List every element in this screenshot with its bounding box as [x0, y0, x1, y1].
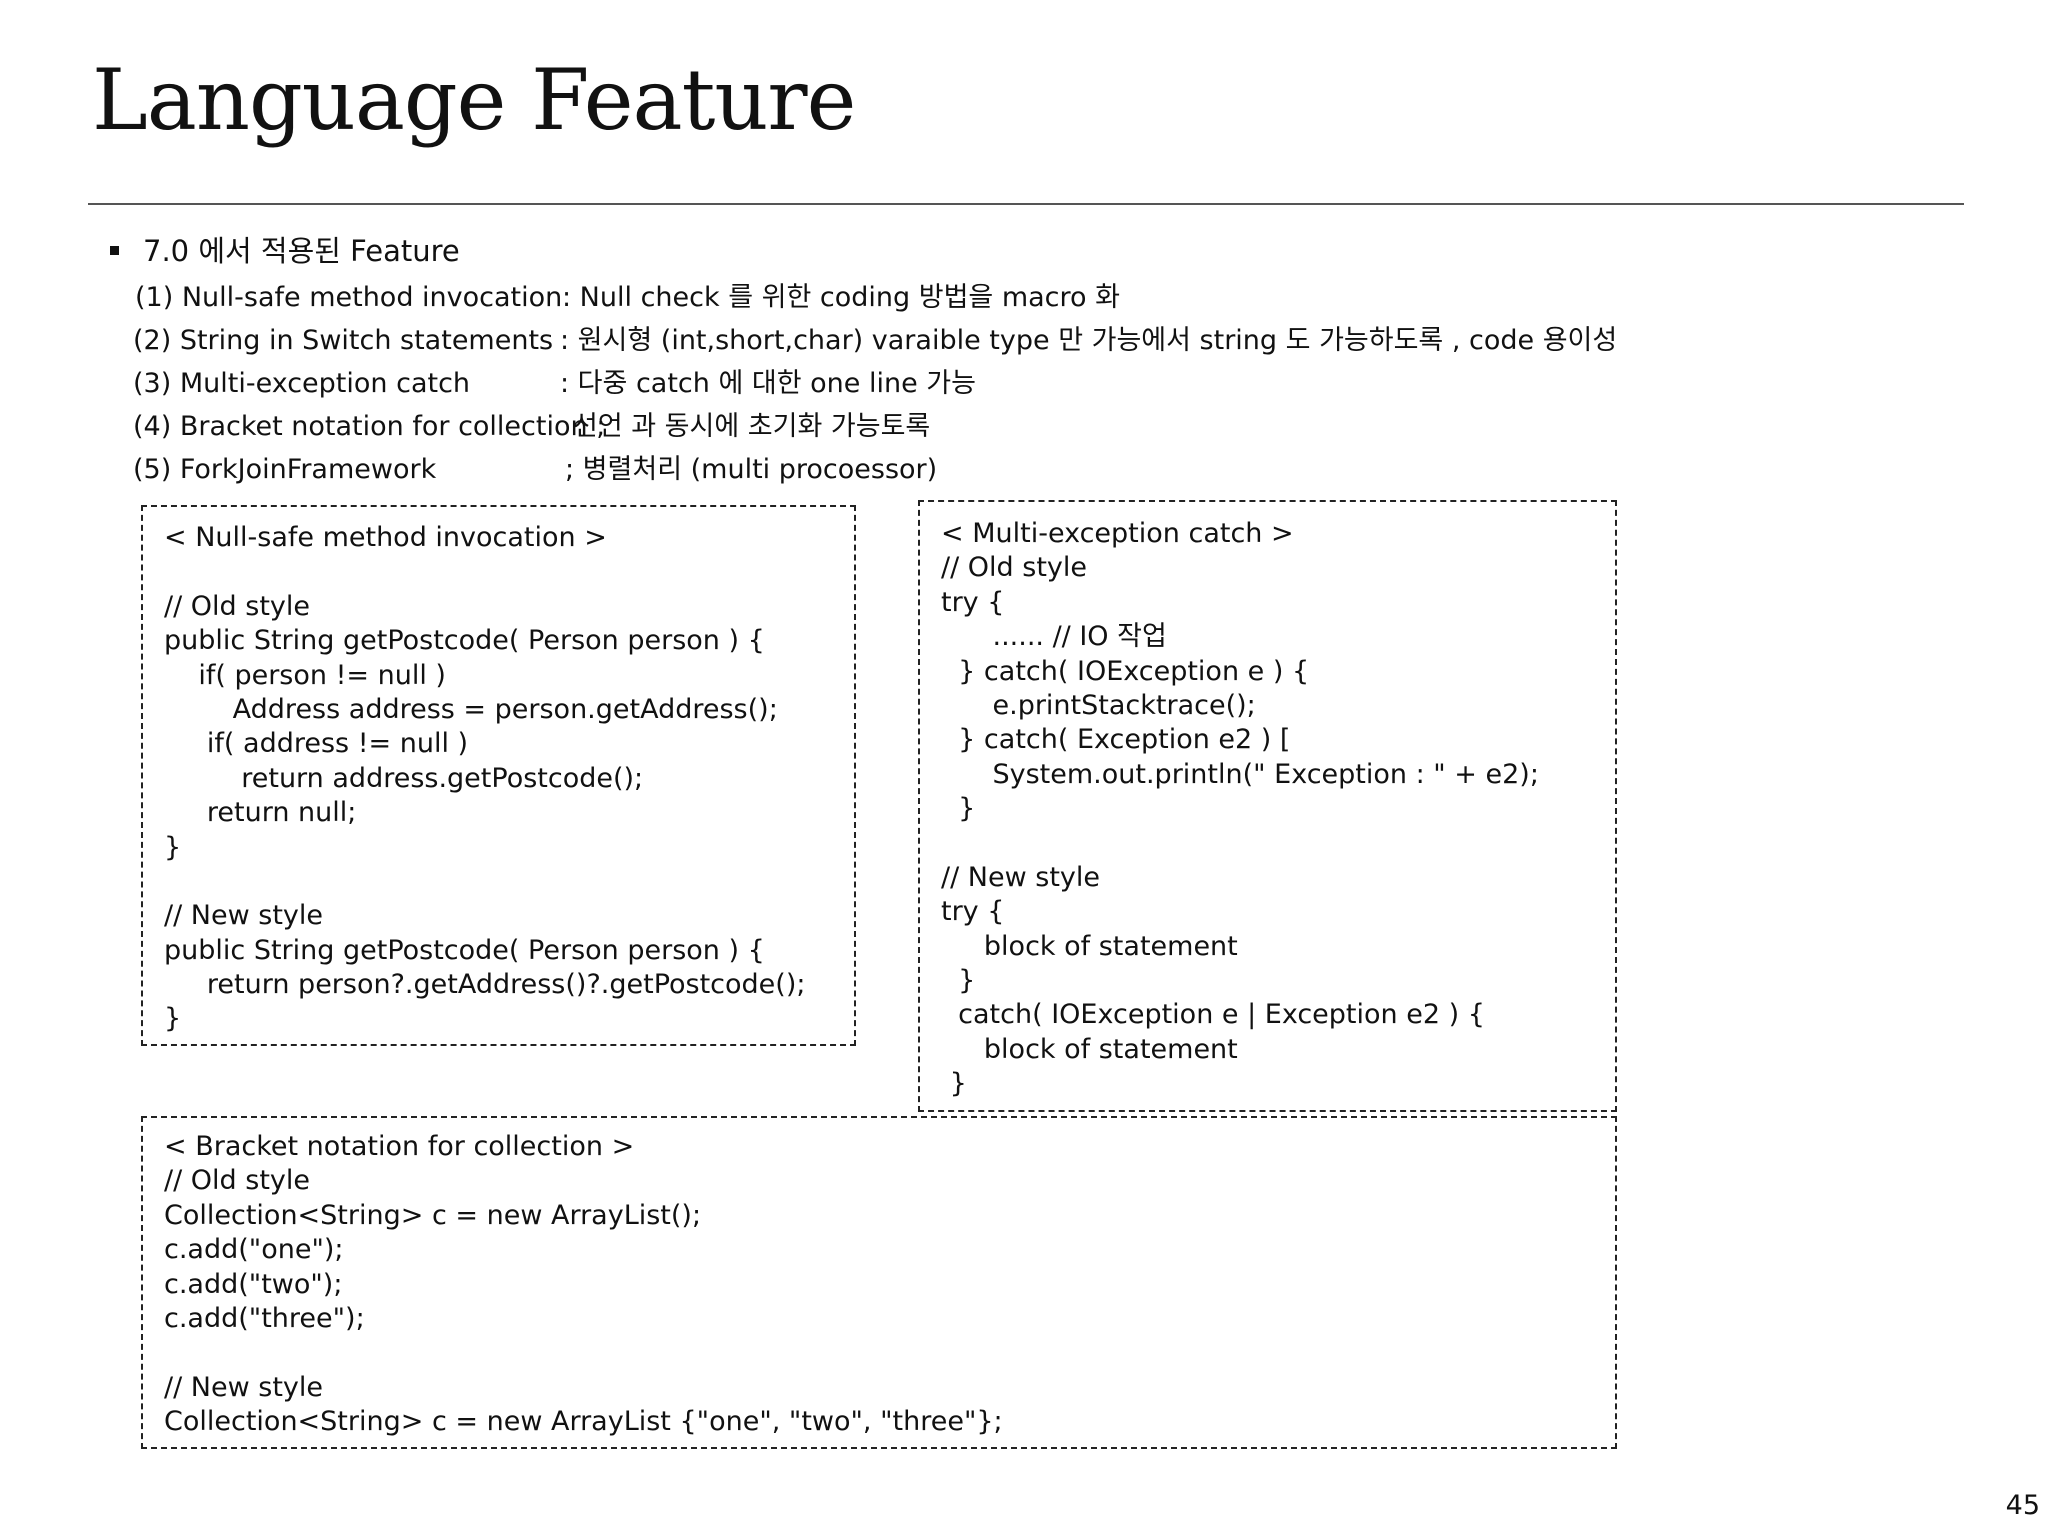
code-line: try { — [941, 896, 1005, 928]
code-line: c.add("two"); — [164, 1268, 343, 1300]
code-line: } catch( Exception e2 ) [ — [941, 724, 1291, 756]
code-line: catch( IOException e | Exception e2 ) { — [941, 999, 1485, 1031]
feature-description: : 다중 catch 에 대한 one line 가능 — [560, 368, 976, 399]
feature-description: ; 병렬처리 (multi procoessor) — [565, 454, 938, 485]
code-line: } — [164, 1003, 182, 1035]
code-line: c.add("one"); — [164, 1234, 344, 1266]
code-line: try { — [941, 586, 1005, 618]
feature-name: (4) Bracket notation for collection ; — [133, 411, 606, 442]
code-line: < Bracket notation for collection > — [164, 1131, 635, 1162]
code-line — [164, 1336, 1615, 1370]
code-line: Collection<String> c = new ArrayList(); — [164, 1199, 702, 1231]
code-line — [164, 865, 854, 899]
code-line: // New style — [164, 1371, 323, 1403]
code-line: } catch( IOException e ) { — [941, 655, 1310, 687]
section-bullet-text: 7.0 에서 적용된 Feature — [143, 234, 460, 268]
square-bullet-icon — [110, 245, 119, 255]
code-line: Address address = person.getAddress(); — [164, 693, 778, 725]
code-line: return address.getPostcode(); — [164, 762, 644, 794]
feature-name: (2) String in Switch statements — [133, 325, 554, 356]
page-number: 45 — [2005, 1490, 2040, 1521]
slide-title: Language Feature — [92, 51, 856, 149]
code-line: return null; — [164, 797, 357, 829]
code-line: block of statement — [941, 930, 1238, 962]
code-line: public String getPostcode( Person person… — [164, 934, 765, 966]
feature-description: 선언 과 동시에 초기화 가능토록 — [573, 411, 931, 442]
title-divider — [88, 203, 1964, 205]
feature-description: : 원시형 (int,short,char) varaible type 만 가… — [560, 325, 1618, 356]
code-line: // New style — [164, 900, 323, 932]
code-line: // Old style — [164, 1165, 310, 1197]
code-line: Collection<String> c = new ArrayList {"o… — [164, 1406, 1003, 1438]
feature-name: (5) ForkJoinFramework — [133, 454, 437, 485]
null-safe-code-box: < Null-safe method invocation > // Old s… — [141, 505, 856, 1046]
code-line: public String getPostcode( Person person… — [164, 625, 765, 657]
code-line: if( address != null ) — [164, 728, 469, 760]
code-line: } — [941, 793, 976, 825]
code-line — [164, 555, 854, 589]
code-line: } — [941, 965, 976, 997]
feature-name: (3) Multi-exception catch — [133, 368, 471, 399]
code-line: // New style — [941, 861, 1100, 893]
bracket-notation-code-box: < Bracket notation for collection > // O… — [141, 1116, 1617, 1449]
code-line — [941, 827, 1615, 861]
feature-name: (1) Null-safe method invocation — [135, 282, 563, 313]
code-line: < Multi-exception catch > — [941, 518, 1294, 549]
code-line: < Null-safe method invocation > — [164, 522, 607, 553]
code-line: e.printStacktrace(); — [941, 689, 1256, 721]
code-line: // Old style — [164, 590, 310, 622]
code-line: // Old style — [941, 552, 1087, 584]
code-line: block of statement — [941, 1033, 1238, 1065]
multi-exception-code-box: < Multi-exception catch > // Old style t… — [918, 500, 1617, 1112]
code-line: System.out.println(" Exception : " + e2)… — [941, 758, 1539, 790]
code-line: ...... // IO 작업 — [941, 621, 1167, 653]
feature-description: : Null check 를 위한 coding 방법을 macro 화 — [562, 282, 1120, 313]
code-line: c.add("three"); — [164, 1302, 365, 1334]
code-line: } — [941, 1068, 967, 1100]
code-line: } — [164, 831, 182, 863]
code-line: if( person != null ) — [164, 659, 446, 691]
section-bullet: 7.0 에서 적용된 Feature — [110, 231, 460, 271]
code-line: return person?.getAddress()?.getPostcode… — [164, 969, 806, 1001]
